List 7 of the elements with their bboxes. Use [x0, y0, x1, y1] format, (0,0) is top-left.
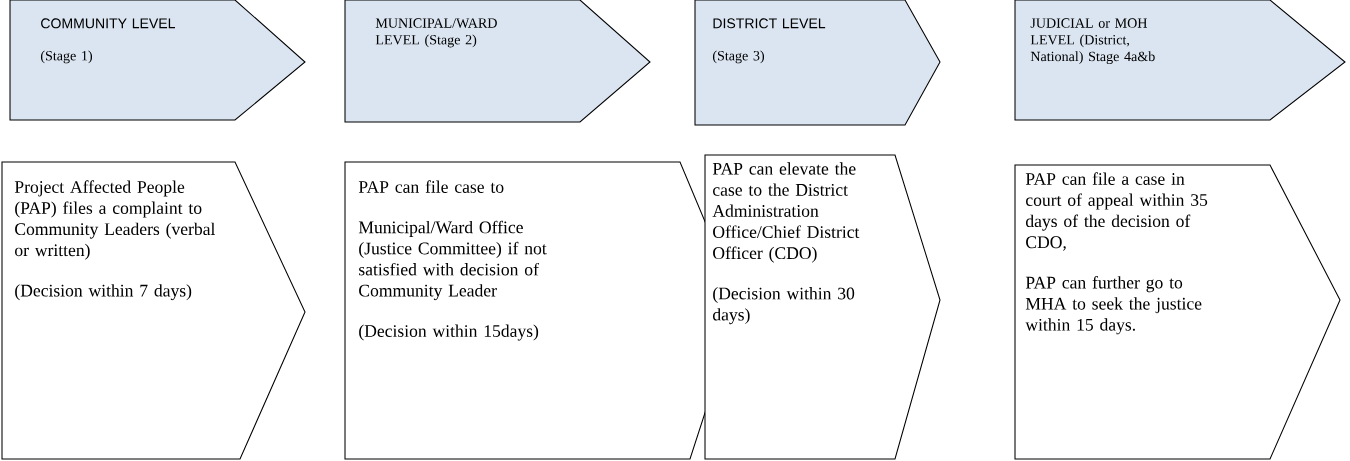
- pentagon-box: Project Affected People (PAP) files a complaint to Community Leaders (verbal or written) (Decision within 7 days): [1, 161, 306, 460]
- pentagon-box: COMMUNITY LEVEL (Stage 1): [9, 0, 306, 121]
- pentagon-box: PAP can file a case in court of appeal within 35 days of the decision of CDO, PAP can further go to MHA to seek the justice within 15 days.: [1014, 164, 1341, 460]
- pentagon-box: JUDICIAL or MOH LEVEL (District, National) Stage 4a&b: [1014, 0, 1346, 121]
- pentagon-box: MUNICIPAL/WARD LEVEL (Stage 2): [344, 0, 651, 123]
- pentagon-box: DISTRICT LEVEL (Stage 3): [694, 0, 941, 126]
- pentagon-box: PAP can elevate the case to the District Administration Office/Chief District Officer (CDO) (Decision within 30 days): [704, 154, 941, 460]
